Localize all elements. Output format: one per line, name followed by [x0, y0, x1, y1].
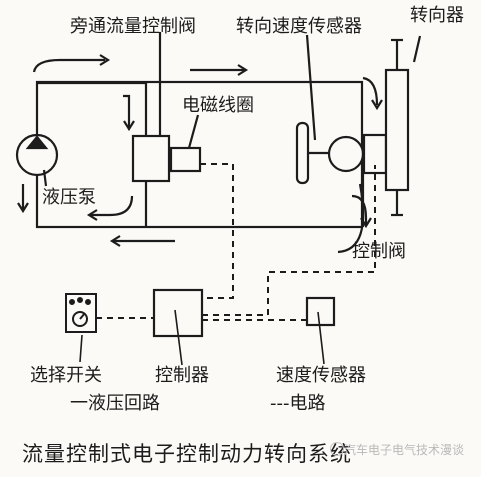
legend-hydraulic-circuit: 一液压回路	[70, 393, 160, 414]
flow-arrow-inner-bottom	[90, 195, 134, 217]
steering-wheel-disc	[295, 121, 310, 185]
wire-solenoid	[200, 163, 234, 299]
label-speed-sensor: 速度传感器	[276, 365, 366, 386]
solenoid-coil	[169, 146, 202, 173]
selector-switch-symbol	[65, 293, 97, 333]
watermark-icon	[330, 442, 344, 456]
control-valve-symbol	[327, 135, 365, 173]
watermark-text: 汽车电子电气技术漫谈	[344, 443, 465, 457]
flow-arrow-top-left	[32, 58, 105, 73]
label-controller: 控制器	[155, 365, 209, 386]
legend-electric-circuit: ---电路	[270, 393, 326, 414]
label-solenoid-coil: 电磁线圈	[182, 95, 254, 116]
figure-caption: 流量控制式电子控制动力转向系统	[22, 442, 352, 466]
label-steering-gear: 转向器	[410, 5, 464, 26]
label-selector-switch: 选择开关	[30, 365, 102, 386]
flow-arrow-inner-left	[123, 94, 131, 128]
wire-control-valve	[202, 165, 376, 316]
hydraulic-pump-symbol	[15, 133, 59, 177]
label-hydraulic-pump: 液压泵	[42, 187, 96, 208]
flow-arrow-right-down	[362, 76, 379, 106]
label-control-valve: 控制阀	[352, 241, 406, 262]
label-steering-speed-sensor: 转向速度传感器	[236, 16, 362, 37]
bypass-valve-body	[131, 134, 171, 183]
steering-gear-box	[384, 68, 410, 192]
speed-sensor-box	[305, 296, 336, 327]
label-bypass-valve: 旁通流量控制阀	[70, 16, 196, 37]
